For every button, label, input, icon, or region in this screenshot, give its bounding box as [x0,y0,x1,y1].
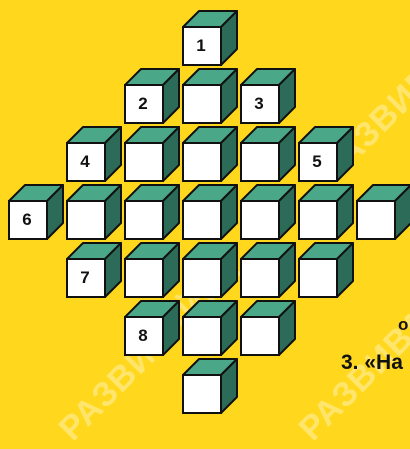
cube-front-face [241,201,279,239]
cube-number: 2 [124,85,162,123]
blank-cube[interactable] [240,242,296,298]
cube-shape [240,242,296,298]
cube-front-face [241,143,279,181]
cube-front-face [183,259,221,297]
blank-cube[interactable] [182,242,238,298]
cube-front-face [299,259,337,297]
cube-number: 4 [66,143,104,181]
cube-shape [182,242,238,298]
cube-number: 7 [66,259,104,297]
blank-cube[interactable] [240,300,296,356]
blank-cube[interactable] [240,126,296,182]
cube-number: 3 [240,85,278,123]
numbered-cube-8[interactable]: 8 [124,300,180,356]
blank-cube[interactable] [66,184,122,240]
cube-shape [240,300,296,356]
cube-shape [298,184,354,240]
cut-off-heading: 3. «На [341,351,403,375]
blank-cube[interactable] [298,242,354,298]
numbered-cube-6[interactable]: 6 [8,184,64,240]
blank-cube[interactable] [124,242,180,298]
cube-shape [182,300,238,356]
blank-cube[interactable] [182,300,238,356]
cube-front-face [125,259,163,297]
cube-front-face [183,201,221,239]
cube-front-face [125,201,163,239]
blank-cube[interactable] [182,68,238,124]
cube-number: 5 [298,143,336,181]
cube-shape [356,184,410,240]
numbered-cube-4[interactable]: 4 [66,126,122,182]
cube-front-face [299,201,337,239]
cube-shape [240,184,296,240]
blank-cube[interactable] [298,184,354,240]
cube-front-face [183,317,221,355]
numbered-cube-7[interactable]: 7 [66,242,122,298]
cut-off-text-small: о [398,315,408,335]
cube-front-face [241,259,279,297]
cube-shape [182,184,238,240]
blank-cube[interactable] [182,126,238,182]
blank-cube[interactable] [240,184,296,240]
cube-shape [182,68,238,124]
numbered-cube-1[interactable]: 1 [182,10,238,66]
cube-front-face [241,317,279,355]
cube-front-face [67,201,105,239]
cube-shape [124,184,180,240]
cube-front-face [183,85,221,123]
blank-cube[interactable] [124,126,180,182]
cube-number: 6 [8,201,46,239]
cube-front-face [125,143,163,181]
blank-cube[interactable] [124,184,180,240]
cube-number: 1 [182,27,220,65]
cube-front-face [183,375,221,413]
cube-shape [298,242,354,298]
cube-shape [182,126,238,182]
blank-cube[interactable] [356,184,410,240]
puzzle-board: РАЗВИВАЙКА РАЗВИВАЙКА РАЗВИВАЙКА 1234567… [0,0,410,406]
numbered-cube-5[interactable]: 5 [298,126,354,182]
cube-shape [240,126,296,182]
cube-front-face [183,143,221,181]
cube-number: 8 [124,317,162,355]
numbered-cube-3[interactable]: 3 [240,68,296,124]
cube-front-face [357,201,395,239]
cube-shape [66,184,122,240]
blank-cube[interactable] [182,184,238,240]
cube-shape [124,242,180,298]
cube-shape [124,126,180,182]
numbered-cube-2[interactable]: 2 [124,68,180,124]
